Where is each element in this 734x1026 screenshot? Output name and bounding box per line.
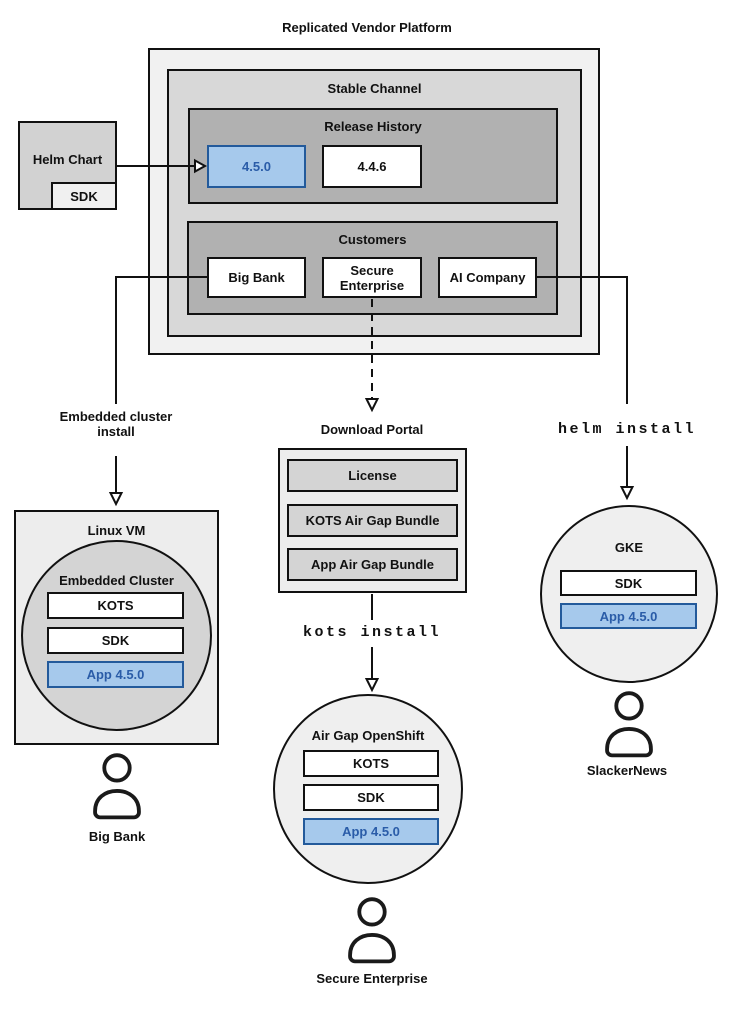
embedded-cluster-install-label: Embedded cluster install <box>59 409 173 439</box>
embedded-kots-box: KOTS <box>47 592 184 619</box>
gke-label: GKE <box>614 540 644 555</box>
customer-secure-enterprise: Secure Enterprise <box>322 257 422 298</box>
down-arrowhead-linux-vm <box>108 492 124 507</box>
air-gap-openshift-label: Air Gap OpenShift <box>311 728 425 743</box>
embedded-app-box: App 4.5.0 <box>47 661 184 688</box>
customer-big-bank: Big Bank <box>207 257 306 298</box>
gke-app-box: App 4.5.0 <box>560 603 697 629</box>
secure-enterprise-user-icon <box>345 896 399 966</box>
portal-kots-bundle-box: KOTS Air Gap Bundle <box>287 504 458 537</box>
embedded-sdk-box: SDK <box>47 627 184 654</box>
download-portal-label: Download Portal <box>320 422 424 437</box>
linux-vm-label: Linux VM <box>87 523 146 538</box>
release-history-label: Release History <box>324 119 422 134</box>
customer-ai-company: AI Company <box>438 257 537 298</box>
openshift-kots-box: KOTS <box>303 750 439 777</box>
secure-enterprise-user-label: Secure Enterprise <box>316 971 428 986</box>
big-bank-user-icon <box>90 752 144 822</box>
slackernews-user-icon <box>602 690 656 760</box>
stable-channel-label: Stable Channel <box>327 81 422 96</box>
down-arrowhead-portal <box>364 398 380 413</box>
helm-install-command: helm install <box>557 421 697 438</box>
release-version-446: 4.4.6 <box>322 145 422 188</box>
embedded-cluster-label: Embedded Cluster <box>59 573 174 588</box>
helm-chart-label: Helm Chart <box>32 152 103 167</box>
openshift-app-box: App 4.5.0 <box>303 818 439 845</box>
portal-app-bundle-box: App Air Gap Bundle <box>287 548 458 581</box>
kots-install-command: kots install <box>302 624 442 641</box>
release-version-450: 4.5.0 <box>207 145 306 188</box>
down-arrowhead-gke <box>619 486 635 501</box>
gke-sdk-box: SDK <box>560 570 697 596</box>
customers-label: Customers <box>338 232 407 247</box>
openshift-sdk-box: SDK <box>303 784 439 811</box>
portal-license-box: License <box>287 459 458 492</box>
big-bank-user-label: Big Bank <box>88 829 146 844</box>
helm-chart-sdk-box: SDK <box>51 182 117 210</box>
slackernews-user-label: SlackerNews <box>586 763 668 778</box>
down-arrowhead-openshift <box>364 678 380 693</box>
diagram-title: Replicated Vendor Platform <box>282 20 452 35</box>
